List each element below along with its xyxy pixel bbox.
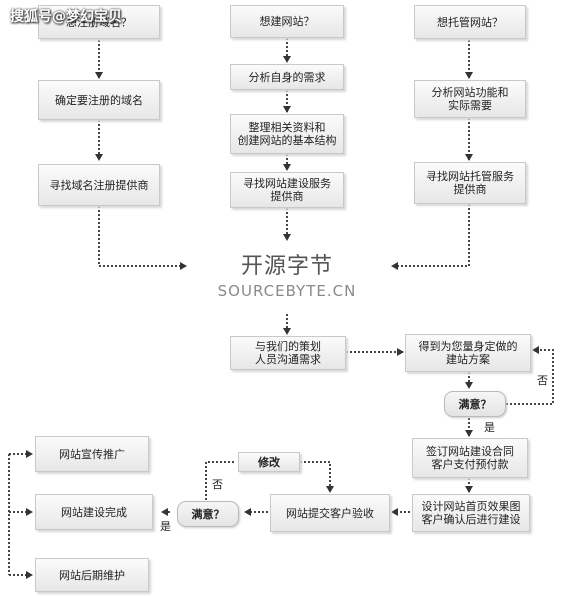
arrow-modify-to-acceptance bbox=[300, 461, 334, 493]
consult-box: 与我们的策划 人员沟通需求 bbox=[230, 336, 346, 370]
complete-box: 网站建设完成 bbox=[35, 494, 153, 530]
arrow-right-to-brand bbox=[391, 204, 470, 270]
web-build-provider-box: 寻找网站建设服务 提供商 bbox=[230, 172, 344, 208]
yes-label-1: 是 bbox=[484, 421, 495, 434]
maintenance-box: 网站后期维护 bbox=[35, 558, 149, 592]
arrow-satisfied-to-modify bbox=[205, 461, 236, 500]
custom-plan-box: 得到为您量身定做的 建站方案 bbox=[405, 334, 531, 372]
brand-subtitle: SOURCEBYTE.CN bbox=[217, 282, 357, 300]
satisfied-decision-2: 满意？ bbox=[177, 501, 239, 527]
watermark-text: 搜狐号@梦幻宝贝 bbox=[10, 9, 122, 25]
contract-box: 签订网站建设合同 客户支付预付款 bbox=[412, 438, 528, 478]
arrow-left-to-brand bbox=[98, 206, 187, 270]
design-box: 设计网站首页效果图 客户确认后进行建设 bbox=[412, 494, 530, 532]
analyze-needs-box: 分析自身的需求 bbox=[230, 64, 344, 90]
satisfied-decision-1: 满意？ bbox=[444, 391, 506, 417]
modify-box: 修改 bbox=[238, 452, 300, 472]
register-domain-box: 想注册域名？ bbox=[38, 5, 160, 39]
host-website-box: 想托管网站？ bbox=[414, 5, 526, 39]
promotion-box: 网站宣传推广 bbox=[35, 436, 149, 472]
yes-label-2: 是 bbox=[160, 520, 171, 533]
build-website-box: 想建网站？ bbox=[230, 5, 344, 38]
choose-domain-box: 确定要注册的域名 bbox=[38, 80, 160, 120]
arrow-no-loop bbox=[506, 346, 554, 405]
organize-materials-box: 整理相关资料和 创建网站的基本结构 bbox=[230, 114, 344, 154]
no-label-1: 否 bbox=[537, 374, 548, 387]
acceptance-box: 网站提交客户验收 bbox=[270, 494, 390, 532]
domain-provider-box: 寻找域名注册提供商 bbox=[38, 164, 160, 206]
hosting-provider-box: 寻找网站托管服务 提供商 bbox=[414, 162, 526, 204]
brand-title: 开源字节 bbox=[240, 254, 333, 279]
no-label-2: 否 bbox=[212, 478, 223, 491]
analyze-function-box: 分析网站功能和 实际需要 bbox=[414, 80, 526, 118]
